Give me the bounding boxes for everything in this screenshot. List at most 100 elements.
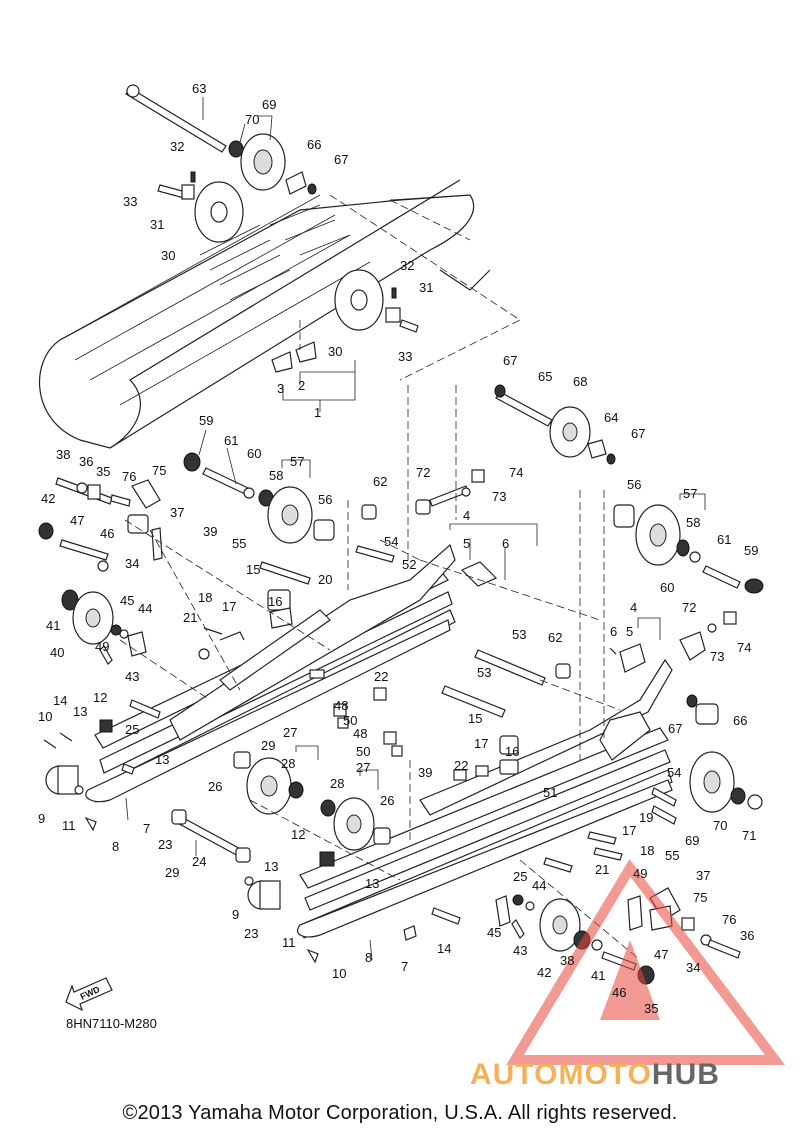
callout-number: 41 [46, 618, 60, 633]
callout-number: 74 [509, 465, 523, 480]
callout-number: 11 [62, 818, 76, 833]
callout-number: 67 [334, 152, 348, 167]
callout-number: 59 [744, 543, 758, 558]
callout-number: 15 [468, 711, 482, 726]
center-components [171, 561, 403, 863]
callout-number: 58 [269, 468, 283, 483]
track-belt [38, 179, 491, 449]
callout-number: 33 [123, 194, 137, 209]
right-slide-rail [244, 469, 763, 964]
callout-number: 31 [150, 217, 164, 232]
callout-number: 10 [38, 709, 52, 724]
callout-number: 13 [73, 704, 87, 719]
watermark-text-2: HUB [651, 1058, 720, 1091]
callout-number: 35 [644, 1001, 658, 1016]
watermark-text-1: AUTOMOTO [470, 1058, 652, 1091]
callout-number: 25 [125, 722, 139, 737]
callout-number: 75 [693, 890, 707, 905]
callout-number: 7 [401, 959, 408, 974]
callout-number: 61 [224, 433, 238, 448]
callout-number: 28 [281, 756, 295, 771]
callout-number: 10 [332, 966, 346, 981]
callout-number: 53 [477, 665, 491, 680]
callout-number: 69 [685, 833, 699, 848]
callout-leaders [125, 97, 706, 961]
callout-number: 7 [143, 821, 150, 836]
callout-number: 43 [125, 669, 139, 684]
callout-number: 20 [318, 572, 332, 587]
callout-number: 2 [298, 378, 305, 393]
callout-number: 62 [548, 630, 562, 645]
callout-number: 26 [380, 793, 394, 808]
callout-number: 25 [513, 869, 527, 884]
callout-number: 6 [610, 624, 617, 639]
callout-number: 65 [538, 369, 552, 384]
callout-number: 18 [198, 590, 212, 605]
callout-number: 56 [627, 477, 641, 492]
left-slide-rail [43, 543, 456, 832]
callout-number: 16 [268, 594, 282, 609]
callout-number: 21 [595, 862, 609, 877]
callout-number: 57 [290, 454, 304, 469]
callout-number: 49 [633, 866, 647, 881]
callout-number: 53 [512, 627, 526, 642]
callout-number: 68 [573, 374, 587, 389]
callout-number: 29 [165, 865, 179, 880]
callout-number: 67 [668, 721, 682, 736]
callout-number: 46 [100, 526, 114, 541]
callout-number: 5 [463, 536, 470, 551]
callout-number: 13 [365, 876, 379, 891]
lower-right-wheel-group [403, 887, 741, 985]
callout-number: 33 [398, 349, 412, 364]
callout-number: 13 [264, 859, 278, 874]
callout-number: 71 [742, 828, 756, 843]
callout-number: 58 [686, 515, 700, 530]
callout-number: 44 [138, 601, 152, 616]
callout-number: 23 [244, 926, 258, 941]
callout-number: 74 [737, 640, 751, 655]
callout-number: 11 [282, 935, 296, 950]
callout-number: 38 [56, 447, 70, 462]
callout-number: 43 [513, 943, 527, 958]
callout-number: 19 [639, 810, 653, 825]
callout-number: 23 [158, 837, 172, 852]
callout-number: 36 [740, 928, 754, 943]
callout-number: 42 [41, 491, 55, 506]
callout-number: 64 [604, 410, 618, 425]
callout-number: 73 [710, 649, 724, 664]
callout-number: 14 [437, 941, 451, 956]
callout-number: 13 [155, 752, 169, 767]
callout-number: 59 [199, 413, 213, 428]
upper-idler-group [125, 84, 419, 373]
callout-number: 47 [654, 947, 668, 962]
callout-number: 8 [112, 839, 119, 854]
callout-number: 73 [492, 489, 506, 504]
diagram-code: 8HN7110-M280 [66, 1016, 157, 1031]
callout-number: 30 [161, 248, 175, 263]
callout-number: 67 [631, 426, 645, 441]
copyright-notice: ©2013 Yamaha Motor Corporation, U.S.A. A… [122, 1102, 678, 1124]
callout-number: 60 [660, 580, 674, 595]
callout-number: 39 [203, 524, 217, 539]
callout-number: 69 [262, 97, 276, 112]
callout-number: 18 [640, 843, 654, 858]
callout-number: 45 [487, 925, 501, 940]
callout-number: 27 [356, 760, 370, 775]
callout-number: 32 [400, 258, 414, 273]
callout-number: 54 [384, 534, 398, 549]
callout-number: 70 [713, 818, 727, 833]
callout-number: 40 [50, 645, 64, 660]
callout-number: 45 [120, 593, 134, 608]
callout-number: 38 [560, 953, 574, 968]
callout-number: 36 [79, 454, 93, 469]
callout-number: 48 [353, 726, 367, 741]
callout-number: 22 [454, 758, 468, 773]
callout-number: 28 [330, 776, 344, 791]
watermark-logo: AUTOMOTOHUB [470, 1058, 720, 1092]
callout-number: 16 [505, 744, 519, 759]
callout-number: 12 [291, 827, 305, 842]
callout-number: 61 [717, 532, 731, 547]
callout-number: 48 [334, 698, 348, 713]
callout-number: 42 [537, 965, 551, 980]
callout-number: 5 [626, 624, 633, 639]
